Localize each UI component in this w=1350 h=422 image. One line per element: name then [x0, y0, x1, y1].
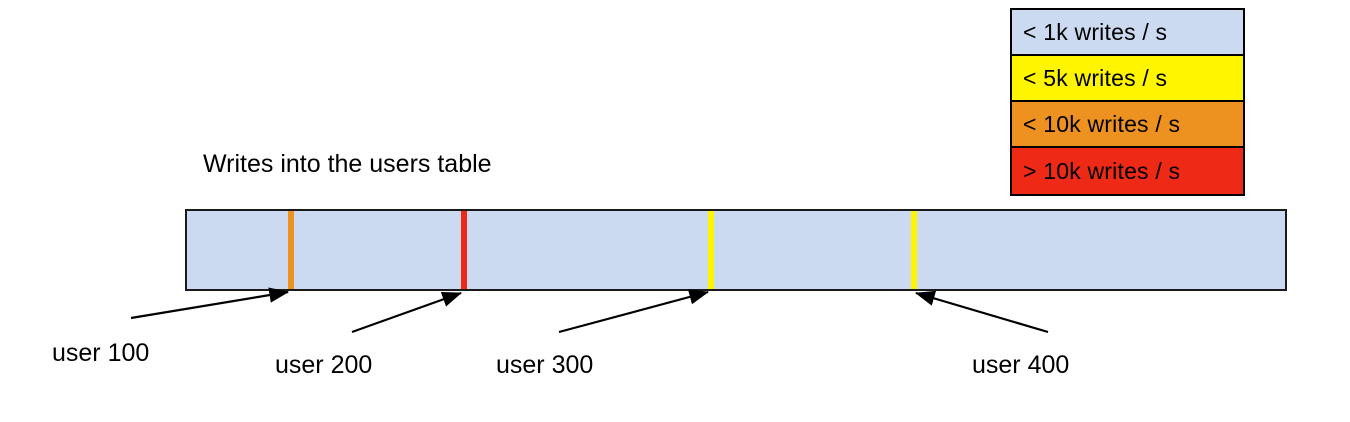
hot-key-stripe-user-200: [461, 211, 467, 289]
callout-label-user-100: user 100: [52, 339, 150, 367]
callout-arrow-user-400: [914, 290, 1049, 334]
callout-arrow-user-100: [130, 287, 290, 320]
hot-key-stripe-user-300: [708, 211, 714, 289]
callout-label-user-200: user 200: [275, 351, 373, 379]
callout-label-user-400: user 400: [972, 351, 1070, 379]
hot-key-stripe-user-100: [288, 211, 294, 289]
legend-row-under-10k: < 10k writes / s: [1012, 102, 1243, 148]
legend-label-under-10k: < 10k writes / s: [1023, 110, 1181, 137]
callout-label-user-300: user 300: [496, 351, 594, 379]
callout-arrow-user-200: [351, 291, 463, 334]
diagram-title: Writes into the users table: [203, 150, 492, 178]
legend-label-under-1k: < 1k writes / s: [1023, 18, 1168, 45]
legend-label-under-5k: < 5k writes / s: [1023, 64, 1168, 91]
hot-key-stripe-user-400: [911, 211, 917, 289]
callout-arrow-user-300: [558, 289, 710, 334]
legend-row-over-10k: > 10k writes / s: [1012, 148, 1243, 194]
legend-row-under-5k: < 5k writes / s: [1012, 56, 1243, 102]
legend-row-under-1k: < 1k writes / s: [1012, 10, 1243, 56]
legend-label-over-10k: > 10k writes / s: [1023, 157, 1181, 184]
writes-per-second-legend: < 1k writes / s < 5k writes / s < 10k wr…: [1010, 8, 1245, 196]
users-table-keyspace-bar: [185, 209, 1287, 291]
